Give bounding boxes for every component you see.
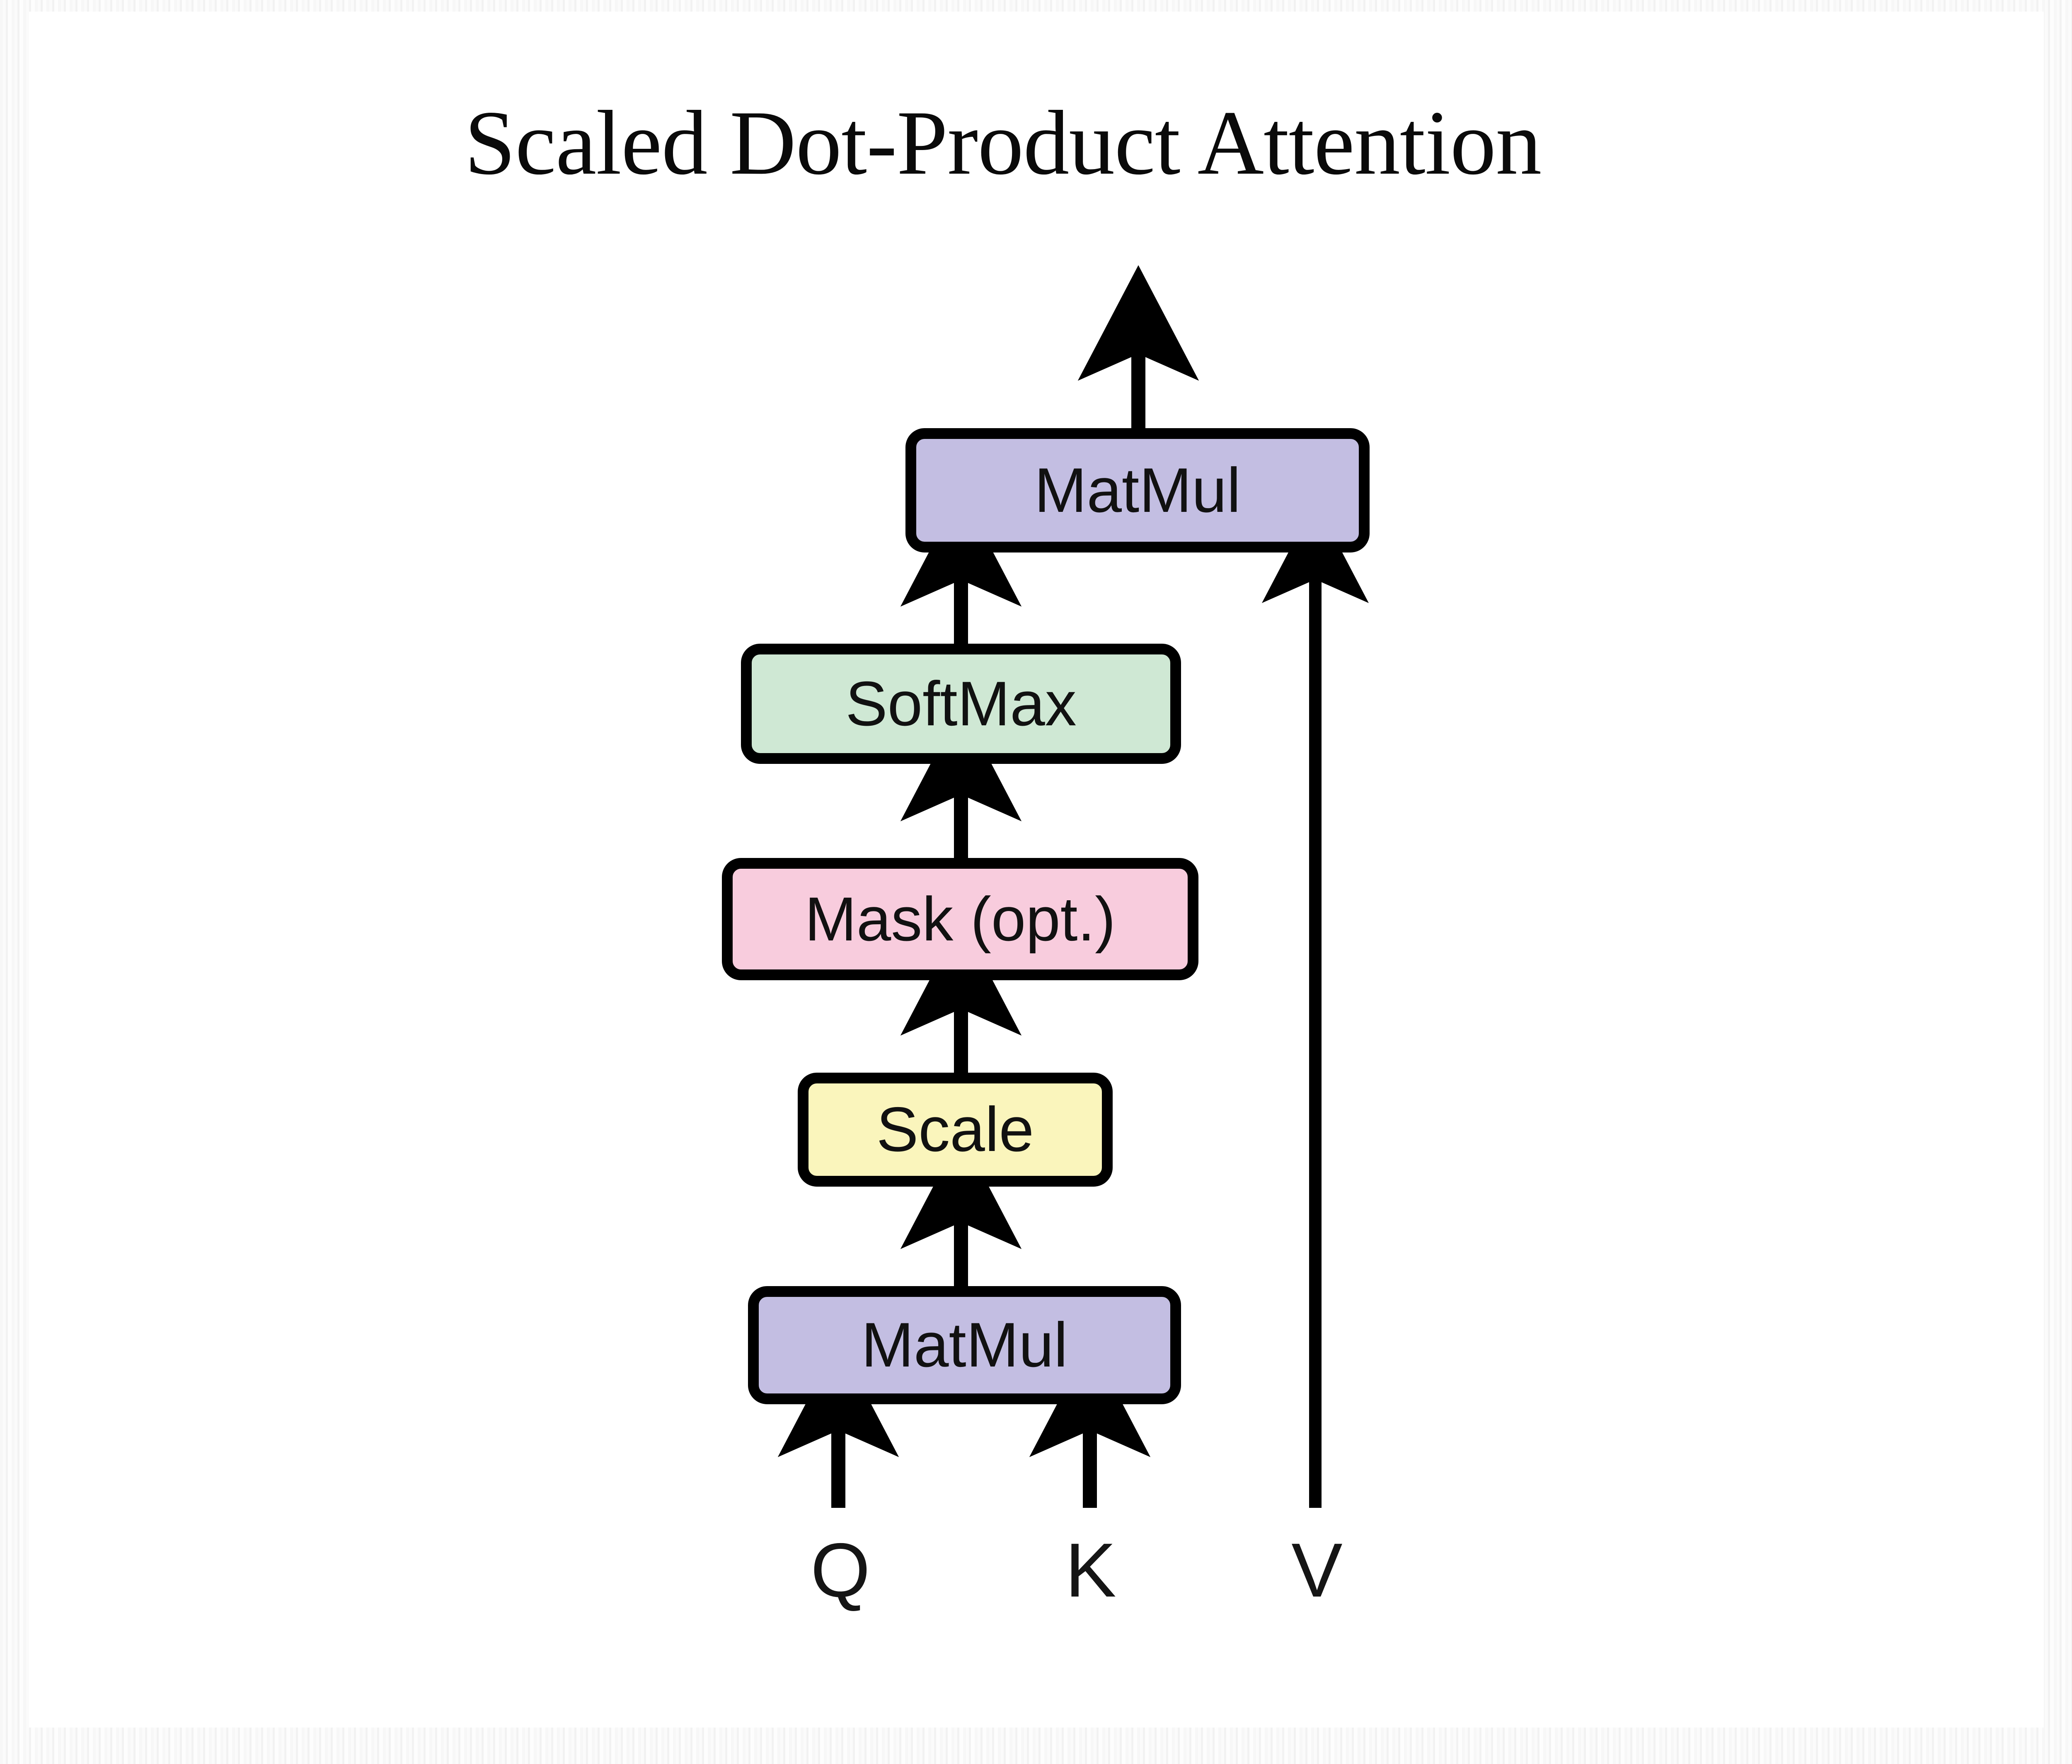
node-mask-optional[interactable]: Mask (opt.)	[722, 858, 1198, 980]
input-label-v: V	[1291, 1528, 1343, 1613]
slide-canvas: Scaled Dot-Product Attention	[29, 12, 2044, 1728]
input-label-k: K	[1065, 1528, 1116, 1613]
node-matmul-bottom[interactable]: MatMul	[748, 1286, 1181, 1404]
attention-diagram: MatMul SoftMax Mask (opt.) Scale MatMul …	[29, 12, 2044, 1728]
input-label-q: Q	[811, 1528, 870, 1613]
node-softmax[interactable]: SoftMax	[741, 644, 1181, 764]
node-matmul-top[interactable]: MatMul	[905, 428, 1370, 552]
node-scale[interactable]: Scale	[798, 1073, 1113, 1187]
page-title: Scaled Dot-Product Attention	[464, 92, 1542, 194]
